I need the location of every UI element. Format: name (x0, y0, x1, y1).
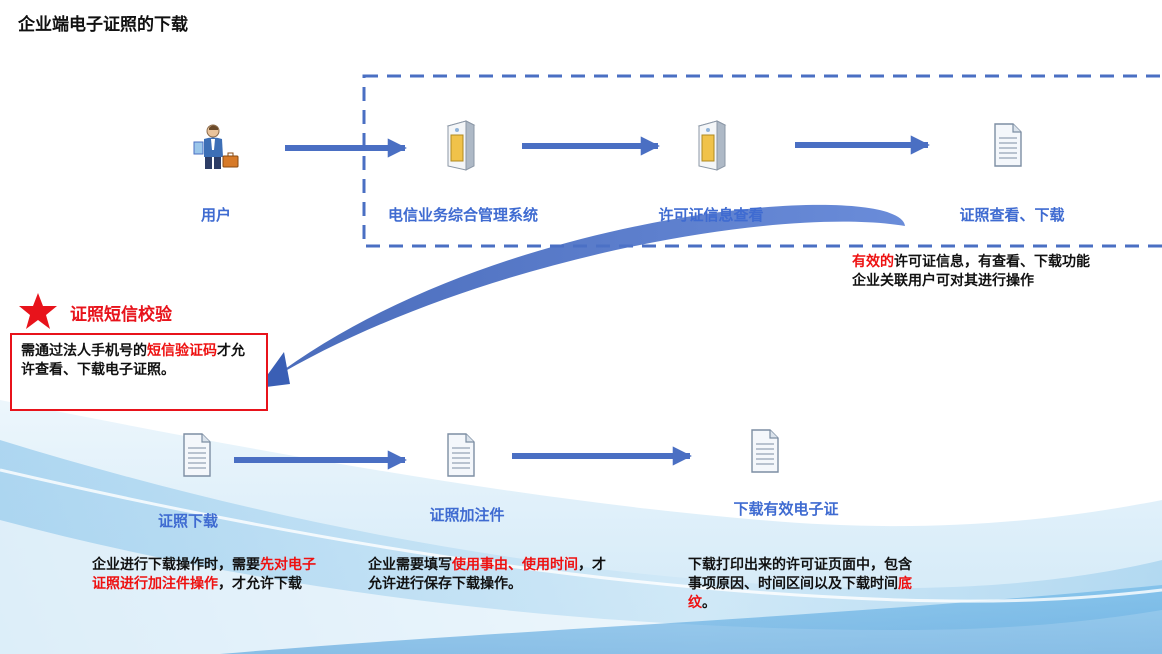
download-note: 企业进行下载操作时，需要先对电子证照进行加注件操作，才允许下载 (92, 556, 324, 594)
note-text: ，才允许进行保存下载操作。 (368, 557, 606, 592)
node-label-management-system: 电信业务综合管理系统 (387, 206, 539, 224)
sms-check-title: 证照短信校验 (70, 305, 172, 325)
valid-certificate-note: 下载打印出来的许可证页面中，包含事项原因、时间区间以及下载时间底纹。 (688, 556, 920, 613)
note-text: 下载打印出来的许可证页面中，包含事项原因、时间区间以及下载时间 (688, 557, 912, 592)
node-label-valid-certificate: 下载有效电子证 (733, 500, 839, 518)
note-highlight: 使用事由、使用时间 (452, 557, 578, 573)
star-icon (19, 293, 57, 329)
note-text: 企业进行下载操作时，需要 (92, 557, 260, 573)
user-icon (193, 124, 239, 169)
document-icon (751, 429, 779, 473)
note-highlight: 底纹 (688, 576, 912, 611)
sms-check-box: 需通过法人手机号的短信验证码才允许查看、下载电子证照。 (10, 333, 268, 411)
note-text: 。 (702, 595, 716, 611)
note-text: ，才允许下载 (218, 576, 302, 592)
sms-highlight: 短信验证码 (147, 343, 217, 359)
node-label-certificate-download: 证照下载 (157, 512, 219, 530)
node-label-license-info: 许可证信息查看 (658, 206, 764, 224)
sms-text: 需通过法人手机号的 (21, 343, 147, 359)
note-text: 企业关联用户可对其进行操作 (852, 273, 1034, 289)
note-text: 许可证信息，有查看、下载功能 (894, 254, 1090, 270)
page-title: 企业端电子证照的下载 (18, 15, 188, 35)
server-icon (697, 120, 727, 171)
document-icon (994, 123, 1022, 167)
system-boundary-dashed-box (362, 74, 1162, 248)
document-icon (447, 433, 475, 477)
note-highlight: 有效的 (852, 254, 894, 270)
note-highlight: 先对电子证照进行加注件操作 (92, 557, 316, 592)
valid-license-note: 有效的许可证信息，有查看、下载功能 企业关联用户可对其进行操作 (852, 253, 1162, 291)
server-icon (446, 120, 476, 171)
annotation-note: 企业需要填写使用事由、使用时间，才允许进行保存下载操作。 (368, 556, 614, 594)
curved-arrow-to-sms-check (270, 204, 905, 380)
document-icon (183, 433, 211, 477)
node-label-user: 用户 (200, 206, 232, 224)
node-label-certificate-annotation: 证照加注件 (429, 506, 505, 524)
sms-text: 才允许查看、下载电子证照。 (21, 343, 245, 378)
node-label-view-download: 证照查看、下载 (959, 206, 1065, 224)
note-text: 企业需要填写 (368, 557, 452, 573)
